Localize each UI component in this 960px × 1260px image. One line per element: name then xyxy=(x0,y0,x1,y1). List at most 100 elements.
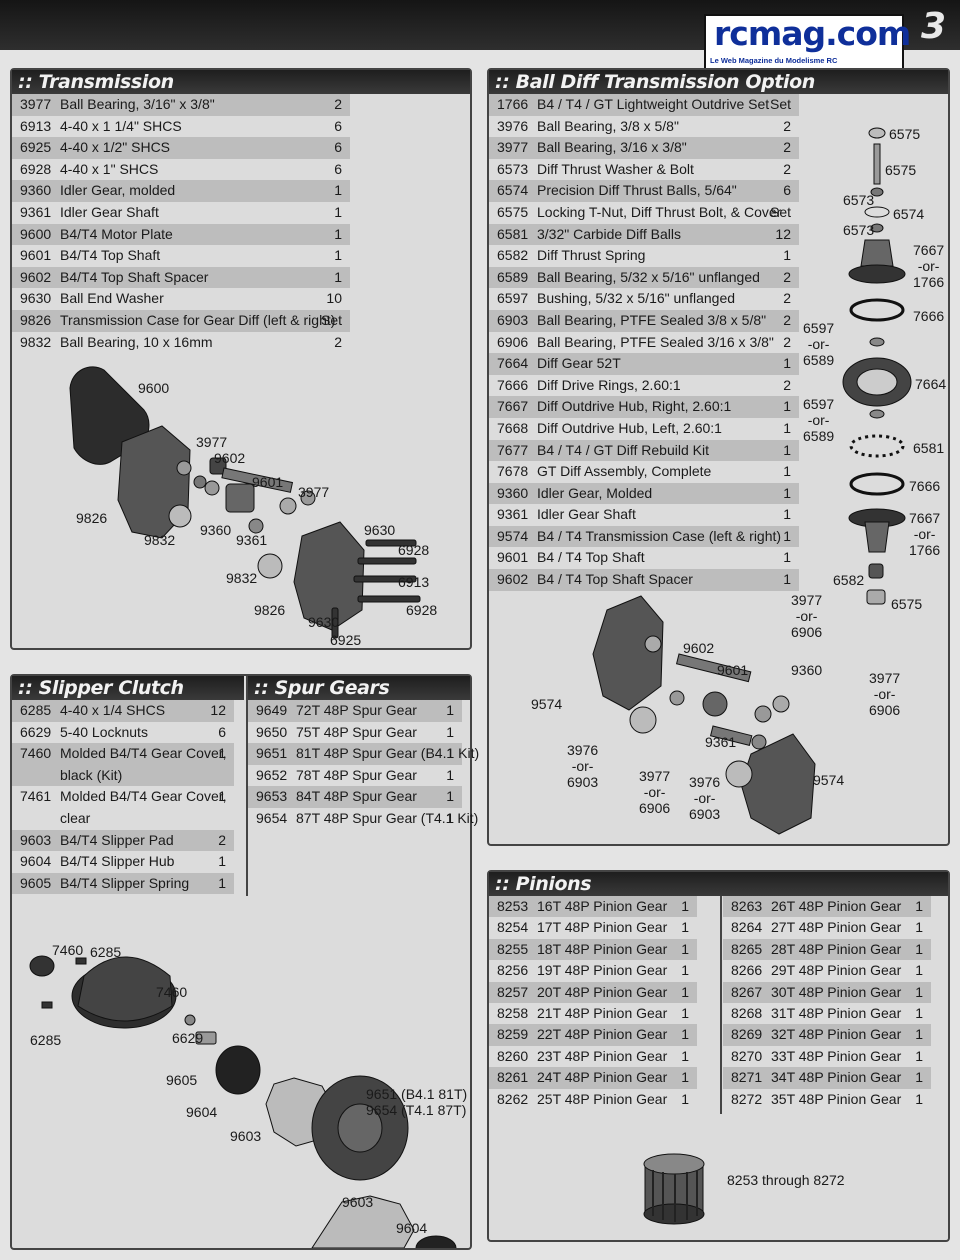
callout-6575-c: 6575 xyxy=(891,596,923,612)
part-number: 6589 xyxy=(497,268,529,285)
part-description: 84T 48P Spur Gear xyxy=(296,788,417,805)
callout-9602: 9602 xyxy=(214,450,246,466)
part-quantity: 1 xyxy=(783,463,791,480)
part-description: Idler Gear, Molded xyxy=(537,484,653,501)
part-number: 9653 xyxy=(256,788,288,805)
part-number: 9601 xyxy=(20,247,52,264)
part-description: black (Kit) xyxy=(60,766,123,783)
part-quantity: 12 xyxy=(775,225,791,242)
part-number: 6906 xyxy=(497,333,529,350)
part-number: 8267 xyxy=(731,983,763,1000)
part-number: 6903 xyxy=(497,311,529,328)
part-quantity: 2 xyxy=(783,139,791,156)
callout-6582: 6582 xyxy=(833,572,865,588)
callout-6597-a: 6597 -or- 6589 xyxy=(803,320,835,368)
part-number: 9649 xyxy=(256,702,288,718)
part-number: 9602 xyxy=(497,571,529,588)
part-number: 6925 xyxy=(20,139,52,156)
callout-6574: 6574 xyxy=(893,206,925,222)
part-description: 27T 48P Pinion Gear xyxy=(771,919,902,936)
part-description: Ball Bearing, 3/16" x 3/8" xyxy=(60,96,215,112)
ball-diff-exploded-diagram xyxy=(592,127,912,835)
part-quantity: 1 xyxy=(915,898,923,914)
part-quantity: 1 xyxy=(681,1090,689,1107)
part-quantity: 1 xyxy=(446,745,454,762)
part-number: 9360 xyxy=(20,182,52,199)
logo-text: rcmag.com xyxy=(714,14,911,53)
part-quantity: 1 xyxy=(334,182,342,199)
part-quantity: 1 xyxy=(681,1069,689,1086)
part-number: 7666 xyxy=(497,376,529,393)
part-quantity: 1 xyxy=(681,1047,689,1064)
part-description: 87T 48P Spur Gear (T4.1 Kit) xyxy=(296,809,479,826)
callout-9361: 9361 xyxy=(705,734,737,750)
part-quantity: 2 xyxy=(783,160,791,177)
part-quantity: 6 xyxy=(334,117,342,134)
part-number: 8260 xyxy=(497,1047,529,1064)
pinions-title: :: Pinions xyxy=(489,872,948,896)
pinions-divider xyxy=(720,896,722,1114)
callout-3976-a: 3976 -or- 6903 xyxy=(567,742,599,790)
part-description: 25T 48P Pinion Gear xyxy=(537,1090,668,1107)
part-description: 20T 48P Pinion Gear xyxy=(537,983,668,1000)
callout-6928: 6928 xyxy=(398,542,430,558)
spur-title: :: Spur Gears xyxy=(248,676,470,700)
part-number: 8253 xyxy=(497,898,529,914)
part-number: 3976 xyxy=(497,117,529,134)
part-quantity: 1 xyxy=(783,247,791,264)
part-description: B4/T4 Slipper Hub xyxy=(60,853,175,870)
part-number: 9361 xyxy=(20,203,52,220)
part-quantity: 1 xyxy=(915,919,923,936)
callout-8253-8272: 8253 through 8272 xyxy=(727,1172,845,1188)
callout-9832-b: 9832 xyxy=(226,570,258,586)
part-description: 26T 48P Pinion Gear xyxy=(771,898,902,914)
callout-9604-a: 9604 xyxy=(186,1104,218,1120)
part-quantity: 1 xyxy=(681,983,689,1000)
part-description: 17T 48P Pinion Gear xyxy=(537,919,668,936)
part-description: 5-40 Locknuts xyxy=(60,723,148,740)
callout-9832: 9832 xyxy=(144,532,176,548)
callout-7664: 7664 xyxy=(915,376,947,392)
part-number: 9652 xyxy=(256,766,288,783)
part-description: 16T 48P Pinion Gear xyxy=(537,898,668,914)
part-quantity: 1 xyxy=(218,788,226,805)
part-number: 6285 xyxy=(20,702,52,718)
callout-9360: 9360 xyxy=(791,662,823,678)
part-number: 8259 xyxy=(497,1026,529,1043)
part-quantity: 2 xyxy=(334,333,342,350)
part-quantity: Set xyxy=(769,203,791,220)
callout-9574-b: 9574 xyxy=(813,772,845,788)
part-description: Idler Gear Shaft xyxy=(60,203,159,220)
part-number: 6575 xyxy=(497,203,529,220)
part-description: Molded B4/T4 Gear Cover, xyxy=(60,745,227,762)
part-description: 4-40 x 1/4 SHCS xyxy=(60,702,166,718)
part-description: 28T 48P Pinion Gear xyxy=(771,940,902,957)
part-description: 72T 48P Spur Gear xyxy=(296,702,417,718)
part-description: B4 / T4 / GT Lightweight Outdrive Set xyxy=(537,96,770,112)
part-quantity: 1 xyxy=(783,527,791,544)
callout-9605: 9605 xyxy=(166,1072,198,1088)
callout-7667-a: 7667 -or- 1766 xyxy=(913,242,945,290)
